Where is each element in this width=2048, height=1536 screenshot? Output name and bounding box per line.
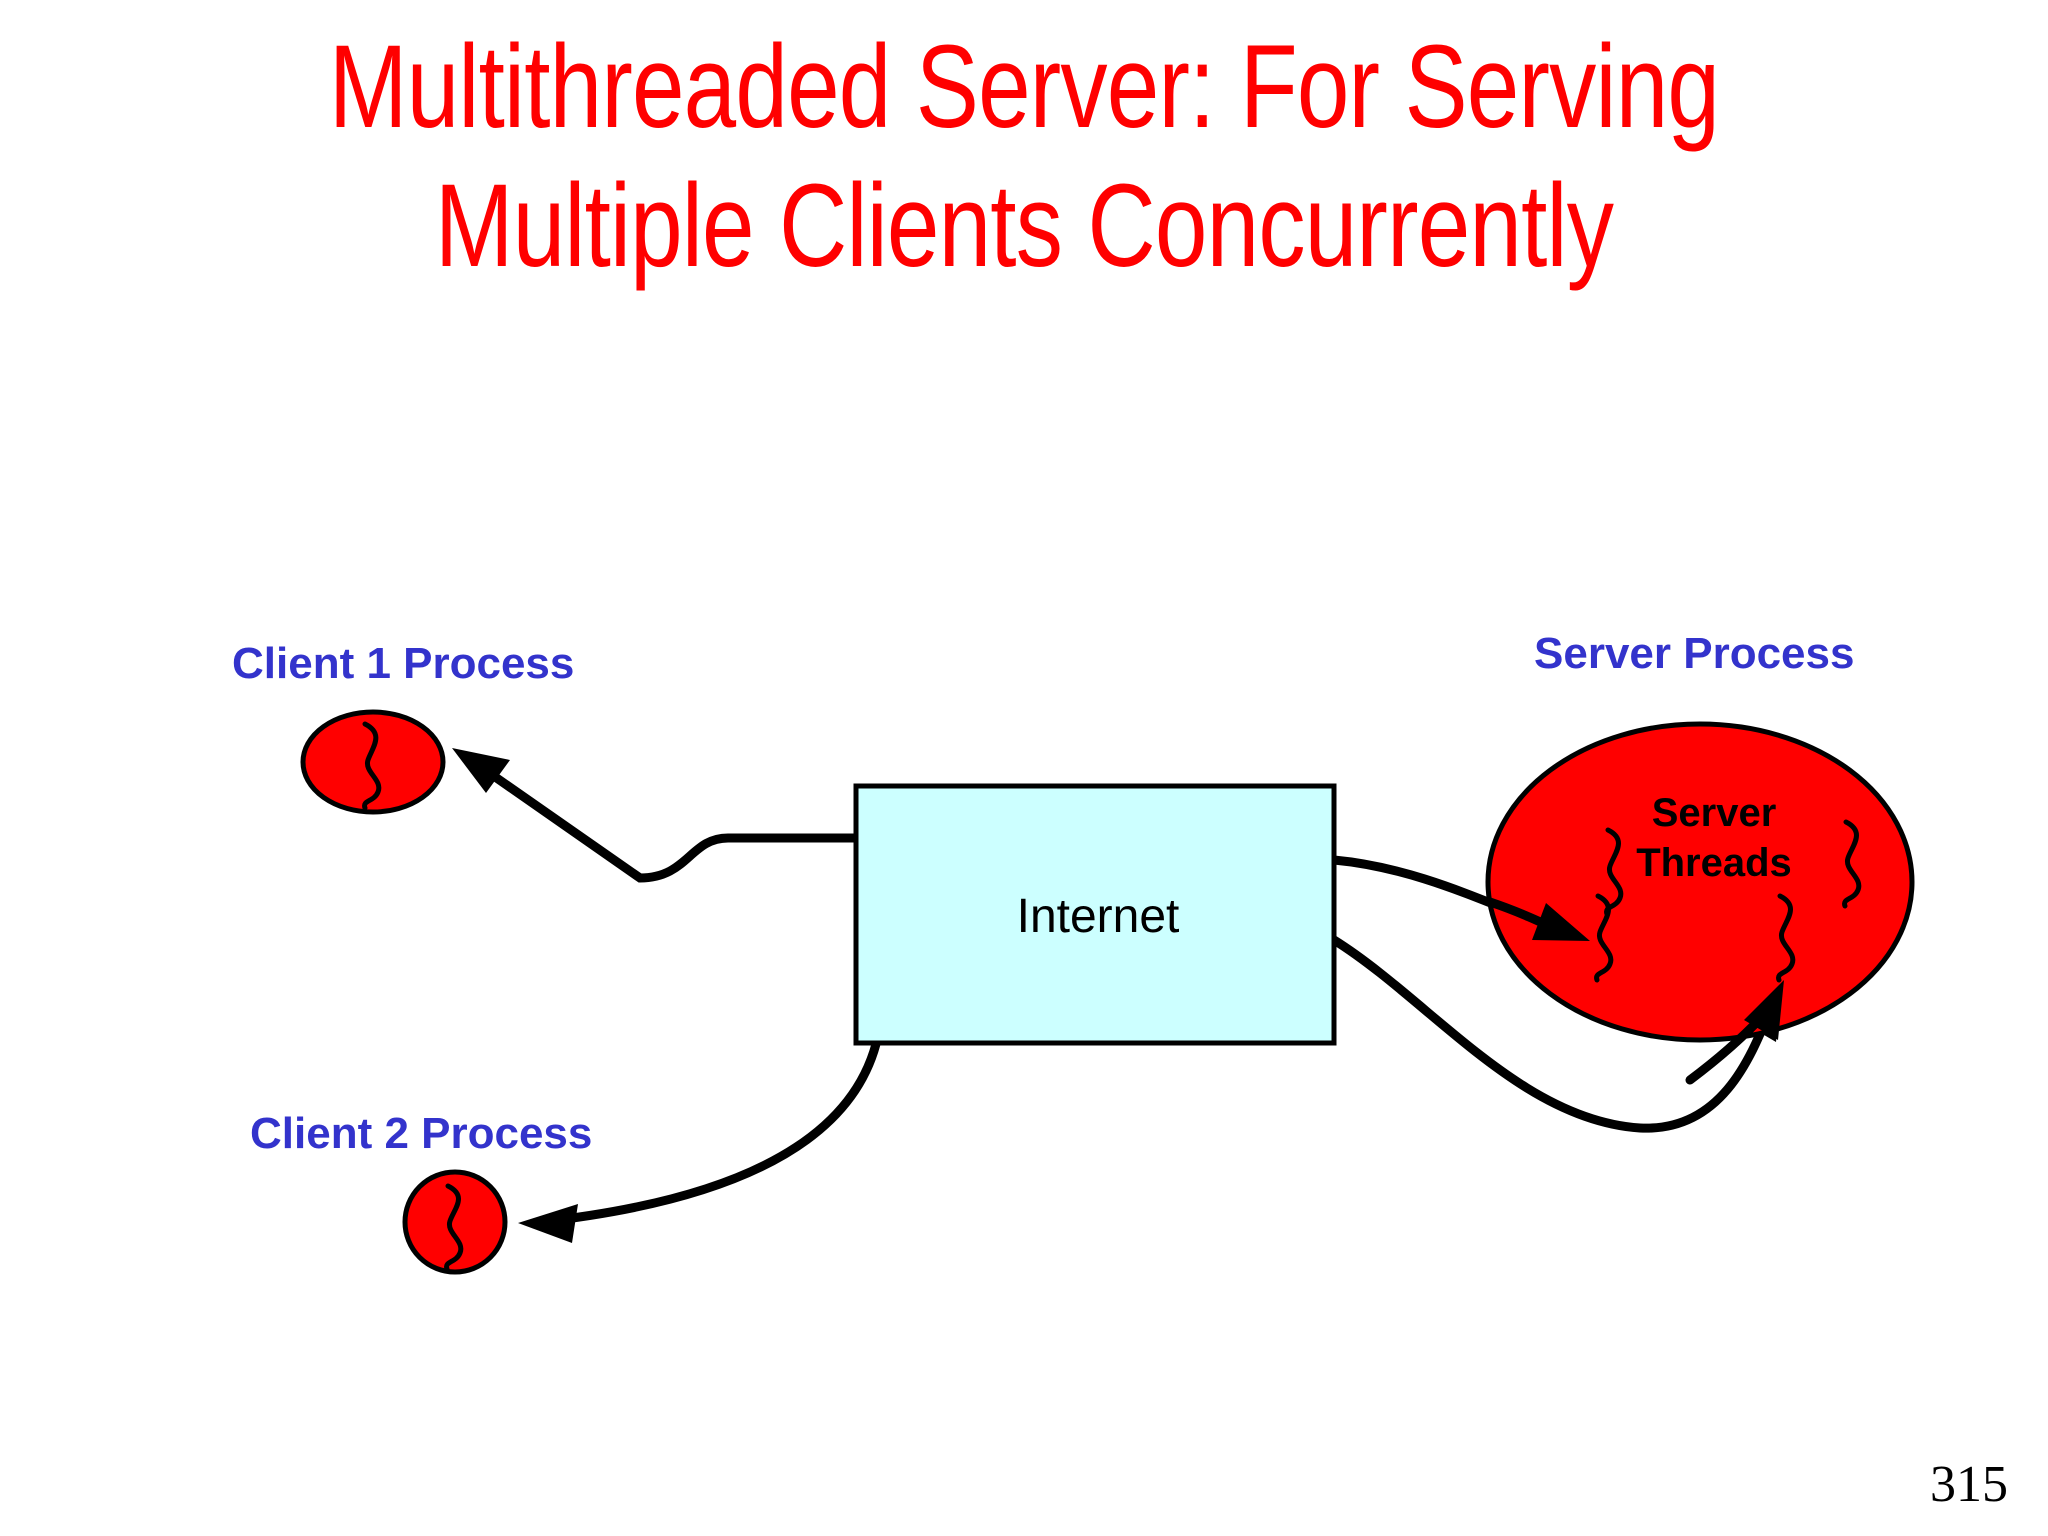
connector-upper-arrow-overlay — [1485, 897, 1590, 941]
server-label: Server Process — [1534, 629, 1854, 678]
node-internet[interactable]: Internet — [853, 783, 1337, 1046]
node-client1[interactable]: Client 1 Process — [232, 639, 574, 815]
connector-internet-to-client1 — [452, 748, 861, 883]
server-threads-line2: Threads — [1636, 841, 1792, 885]
server-thread-icon-4 — [1776, 893, 1796, 983]
connector-lower-arrow-overlay — [1685, 980, 1784, 1085]
internet-label: Internet — [1017, 890, 1180, 943]
node-server[interactable]: Server Process Server Threads — [1485, 629, 1915, 1043]
server-thread-icon-2 — [1842, 819, 1862, 909]
internet-box[interactable] — [853, 783, 1337, 1046]
page-number: 315 — [1930, 1456, 2008, 1513]
client2-label: Client 2 Process — [250, 1109, 592, 1158]
server-thread-icon-3 — [1594, 893, 1614, 983]
page-title: Multithreaded Server: For Serving Multip… — [328, 21, 1720, 293]
connector-line — [1329, 935, 1775, 1133]
server-threads-line1: Server — [1652, 791, 1777, 835]
client2-process-circle[interactable] — [402, 1169, 508, 1275]
arrowhead-client1 — [452, 748, 510, 793]
server-process-ellipse[interactable] — [1485, 721, 1915, 1043]
client1-process-ellipse[interactable] — [300, 709, 446, 815]
client1-label: Client 1 Process — [232, 639, 574, 688]
client2-thread-icon — [444, 1183, 464, 1272]
client1-thread-icon — [362, 721, 382, 811]
arrowhead-server-thread-2-overlay — [1744, 980, 1784, 1040]
connector-internet-to-client2 — [518, 1039, 881, 1243]
node-client2[interactable]: Client 2 Process — [250, 1109, 592, 1275]
connector-line — [463, 753, 861, 883]
connector-line — [535, 1039, 881, 1227]
arrowhead-server-thread-1-overlay — [1532, 903, 1590, 941]
server-thread-icon-1 — [1604, 827, 1624, 917]
arrowhead-client2 — [518, 1204, 578, 1243]
